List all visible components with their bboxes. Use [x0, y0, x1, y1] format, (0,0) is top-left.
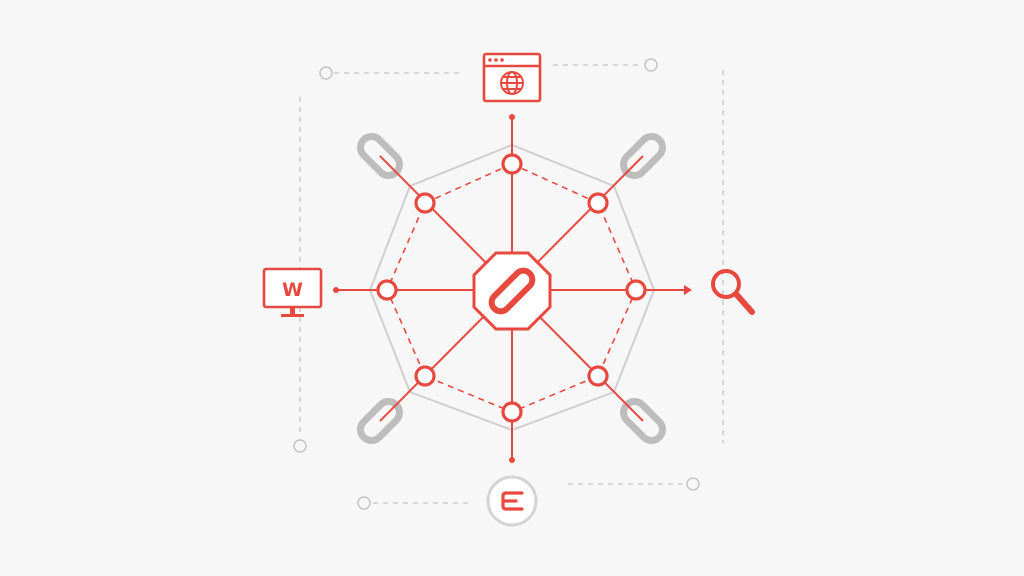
monitor-icon: W [262, 267, 323, 317]
node-ne [587, 192, 609, 214]
endpoint-left-bottom [293, 439, 307, 453]
network-nodes [376, 153, 647, 423]
endpoint-bottom-left [357, 496, 371, 510]
endpoint-top-left [319, 66, 333, 80]
search-icon [711, 269, 755, 315]
browser-globe-icon [482, 52, 542, 103]
e-badge-icon [486, 475, 538, 527]
node-s [501, 401, 523, 423]
dashed-connectors [299, 64, 724, 504]
link-icon [488, 267, 536, 315]
spoke-ends [333, 114, 692, 463]
node-w [376, 279, 398, 301]
hub-octagon [472, 251, 552, 331]
node-n [501, 153, 523, 175]
node-nw [414, 192, 436, 214]
node-e [625, 279, 647, 301]
endpoint-top-right [644, 58, 658, 72]
node-se [587, 365, 609, 387]
node-sw [414, 365, 436, 387]
hub [472, 251, 552, 331]
monitor-label: W [282, 279, 303, 301]
connector-endpoints [293, 58, 700, 510]
endpoint-bottom-right [686, 477, 700, 491]
